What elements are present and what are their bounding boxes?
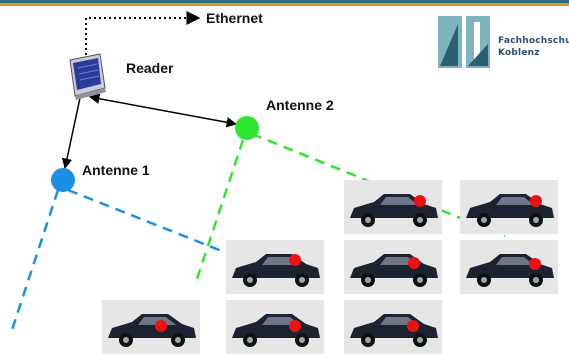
university-logo: Fachhochschule Koblenz [436,14,569,70]
rfid-tag-icon [289,254,301,266]
car-1 [344,180,442,234]
reader-device-icon [69,53,106,100]
car-2 [460,180,558,234]
ethernet-connection [85,11,201,55]
car-6 [102,300,200,354]
rfid-tag-icon [414,195,426,207]
header-band-orange [0,3,569,6]
rfid-tag-icon [407,320,419,332]
antenna2-range-left [194,139,245,283]
logo-text-line2: Koblenz [498,48,540,58]
reader-antenna2-arrow [88,93,238,128]
ethernet-label: Ethernet [206,10,263,26]
antenna2-icon [235,116,259,140]
car-5 [460,240,558,294]
rfid-tag-icon [530,195,542,207]
logo-text-line1: Fachhochschule [498,36,569,46]
rfid-tag-icon [529,258,541,270]
header-band-blue [0,0,569,3]
reader-label: Reader [126,60,174,76]
rfid-tag-icon [289,320,301,332]
header-band [0,0,569,6]
antenna2-label: Antenne 2 [266,97,334,113]
logo-emblem-icon [436,14,494,70]
antenna1-icon [51,168,75,192]
rfid-tag-icon [155,320,167,332]
car-7 [226,300,324,354]
rfid-tag-icon [408,257,420,269]
reader-to-antenna1-arrow [61,97,81,170]
antenna1-range-left [10,189,60,331]
car-3 [226,240,324,294]
antenna1-label: Antenne 1 [82,162,150,178]
